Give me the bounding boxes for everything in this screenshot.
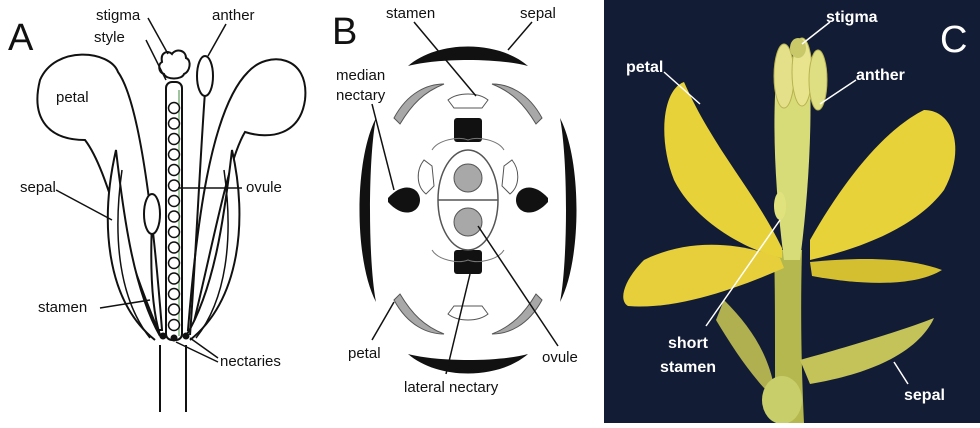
sepal-top	[408, 47, 528, 67]
leader-b-median-nectary	[372, 104, 394, 190]
ovule	[169, 289, 180, 300]
pedicel	[160, 345, 186, 412]
label-ovule: ovule	[246, 179, 282, 196]
label-c-short: short	[668, 335, 709, 352]
stamen-left	[418, 160, 434, 194]
ovule-bottom	[454, 208, 482, 236]
label-style: style	[94, 29, 125, 46]
label-petal: petal	[56, 89, 89, 106]
short-anther	[144, 194, 160, 234]
sepal-bottom	[408, 354, 528, 374]
panel-b-letter: B	[332, 11, 357, 53]
ovule	[169, 320, 180, 331]
short-stamen-anther	[774, 192, 786, 220]
label-b-stamen: stamen	[386, 5, 435, 22]
label-b-lateral-nectary: lateral nectary	[404, 379, 499, 396]
label-b-sepal: sepal	[520, 5, 556, 22]
panel-a-letter: A	[8, 17, 34, 59]
inner-stamen-arc-top	[432, 138, 504, 150]
label-c-anther: anther	[856, 67, 905, 84]
ovule	[169, 242, 180, 253]
stamen-bottom	[448, 306, 488, 320]
label-b-nectary: nectary	[336, 87, 386, 104]
label-anther: anther	[212, 7, 255, 24]
label-stamen: stamen	[38, 299, 87, 316]
leader-b-ovule	[478, 226, 558, 346]
label-b-petal: petal	[348, 345, 381, 362]
leader-b-sepal	[508, 22, 532, 50]
label-c-stigma: stigma	[826, 9, 878, 26]
ovule	[169, 118, 180, 129]
panel-a-longitudinal-section: A stigma style anther petal sepal ovule …	[0, 0, 320, 423]
ovule	[169, 258, 180, 269]
ovules	[169, 103, 180, 331]
ovule	[169, 165, 180, 176]
panel-b-floral-diagram: B stamen sepal median nectary petal ovul…	[328, 0, 604, 423]
anther	[197, 56, 213, 96]
median-nectary-right	[516, 187, 548, 212]
label-nectaries: nectaries	[220, 353, 281, 370]
stamen-right	[502, 160, 518, 194]
panel-c-illustration: C stigma petal anther short stamen sepal	[604, 0, 980, 423]
leader-b-petal	[372, 302, 394, 340]
label-b-ovule: ovule	[542, 349, 578, 366]
panel-a-diagram: A stigma style anther petal sepal ovule …	[0, 0, 320, 423]
ovule	[169, 211, 180, 222]
anther-left-c	[774, 44, 794, 108]
petal-top-left	[394, 84, 444, 124]
sepal-right	[560, 118, 577, 302]
ovule	[169, 134, 180, 145]
ovule	[169, 196, 180, 207]
label-b-median: median	[336, 67, 385, 84]
ovule	[169, 304, 180, 315]
petal-bottom-right	[492, 294, 542, 334]
ovule	[169, 103, 180, 114]
leader-b-lateral-nectary	[446, 274, 470, 374]
nectary-right	[183, 333, 190, 340]
label-c-petal: petal	[626, 59, 663, 76]
panel-c-photo: C stigma petal anther short stamen sepal	[604, 0, 980, 423]
median-nectary-left	[388, 187, 420, 212]
label-stigma: stigma	[96, 7, 141, 24]
label-sepal: sepal	[20, 179, 56, 196]
stigma-c	[790, 38, 806, 58]
leader-nectaries-2	[176, 342, 218, 362]
panel-b-diagram: B stamen sepal median nectary petal ovul…	[328, 0, 604, 423]
petal-top-right	[492, 84, 542, 124]
label-c-stamen: stamen	[660, 359, 716, 376]
sepal-left	[360, 118, 377, 302]
ovule	[169, 227, 180, 238]
nectary-left	[160, 333, 167, 340]
ovule-top	[454, 164, 482, 192]
ovule	[169, 180, 180, 191]
petal-bottom-left	[394, 294, 444, 334]
leader-sepal	[56, 190, 112, 220]
ovule	[169, 273, 180, 284]
leader-anther	[208, 24, 226, 56]
label-c-sepal: sepal	[904, 387, 945, 404]
flower-bud	[762, 376, 802, 423]
panel-c-letter: C	[940, 19, 967, 61]
stamen-top	[448, 94, 488, 108]
ovule	[169, 149, 180, 160]
nectary-middle	[171, 335, 178, 342]
